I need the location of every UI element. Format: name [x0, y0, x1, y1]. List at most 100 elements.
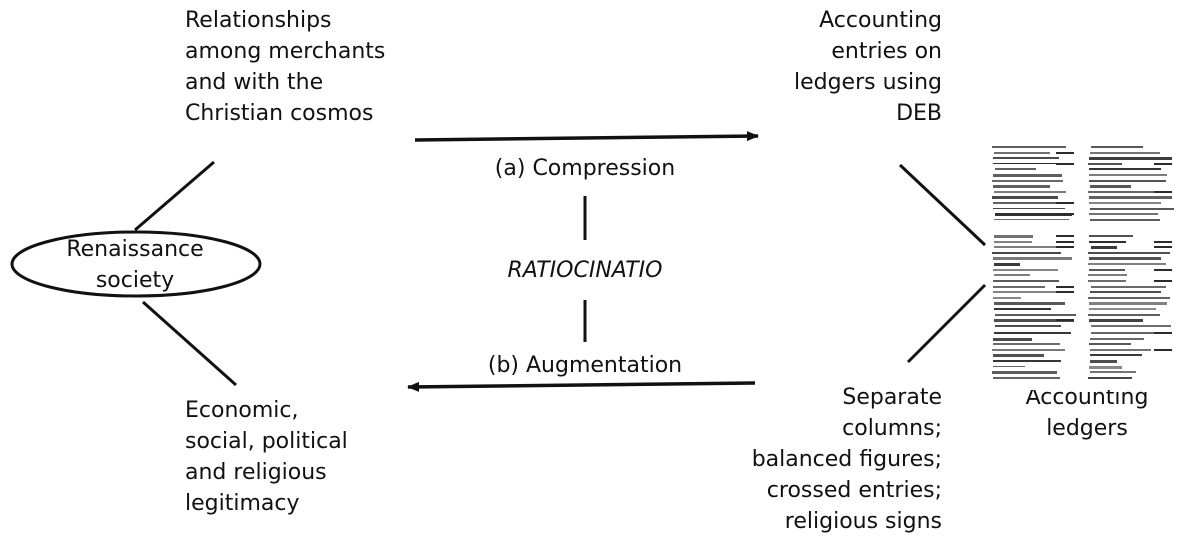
- ledger-text-stroke: [993, 337, 1032, 341]
- label-ratiocinatio: RATIOCINATIO: [507, 258, 663, 283]
- ledger-text-stroke: [1089, 218, 1160, 222]
- connector-society-to-relationships: [134, 160, 215, 232]
- ledger-text-stroke: [993, 218, 1070, 221]
- ledger-text-stroke: [993, 319, 1074, 323]
- ledger-text-stroke: [993, 376, 1060, 379]
- ledger-text-stroke: [993, 308, 1051, 311]
- compression-arrow: [414, 131, 759, 142]
- ledger-text-stroke: [1088, 376, 1132, 380]
- ledger-text-stroke: [992, 179, 1063, 183]
- ledger-text-stroke: [992, 174, 1062, 177]
- ledger-figure-stroke: [1056, 246, 1074, 249]
- ledger-text-stroke: [994, 313, 1076, 316]
- ledger-text-stroke: [1090, 146, 1143, 148]
- ledger-text-stroke: [1090, 285, 1166, 289]
- ledger-text-stroke: [993, 151, 1050, 154]
- ledger-text-stroke: [992, 348, 1066, 351]
- ledger-text-stroke: [1088, 302, 1167, 305]
- ledger-text-stroke: [993, 280, 1060, 282]
- ledger-text-stroke: [1090, 185, 1131, 188]
- node-legitimacy: Economic, social, political and religiou…: [185, 398, 348, 516]
- ledger-text-stroke: [1090, 151, 1161, 154]
- ledger-text-stroke: [993, 365, 1025, 368]
- connector-ledgers-to-columns: [906, 283, 987, 364]
- ledger-figure-stroke: [1154, 280, 1172, 282]
- ledger-text-stroke: [994, 168, 1036, 171]
- ledger-text-stroke: [1088, 365, 1122, 369]
- ledger-text-stroke: [992, 268, 1059, 271]
- ledger-figure-stroke: [1154, 246, 1172, 249]
- ledger-figure-stroke: [1154, 162, 1172, 165]
- ledger-text-stroke: [1089, 268, 1125, 271]
- ledger-figure-stroke: [1056, 240, 1074, 243]
- ledger-text-stroke: [992, 343, 1060, 346]
- ledger-figure-stroke: [1154, 348, 1172, 351]
- ledger-text-stroke: [992, 291, 1069, 294]
- ledger-text-stroke: [1089, 235, 1133, 237]
- ledger-figure-stroke: [1154, 190, 1172, 193]
- ledger-text-stroke: [992, 162, 1066, 165]
- ledger-text-stroke: [1089, 343, 1132, 345]
- ledger-page-image: [988, 140, 1182, 390]
- ledger-figure-stroke: [1154, 240, 1172, 243]
- label-compression: (a) Compression: [494, 156, 676, 181]
- ledger-text-stroke: [1088, 251, 1171, 254]
- ledger-text-stroke: [1088, 162, 1123, 166]
- ledger-text-stroke: [993, 202, 1064, 205]
- ledger-text-stroke: [992, 296, 1021, 299]
- node-separate-columns: Separate columns; balanced figures; cros…: [751, 385, 942, 534]
- ledger-text-stroke: [1089, 348, 1151, 351]
- ledger-text-stroke: [1090, 246, 1118, 250]
- ledger-figure-stroke: [1056, 213, 1074, 216]
- ledger-text-stroke: [1089, 319, 1144, 322]
- ledger-text-stroke: [994, 190, 1066, 194]
- ledger-figure-stroke: [1056, 285, 1074, 288]
- ledger-text-stroke: [1089, 354, 1142, 357]
- ledger-text-stroke: [994, 274, 1031, 276]
- ledger-text-stroke: [992, 207, 1065, 210]
- label-augmentation: (b) Augmentation: [487, 353, 683, 378]
- ledger-text-stroke: [1089, 179, 1166, 182]
- ledger-text-stroke: [992, 371, 1058, 374]
- ledger-figure-stroke: [1154, 332, 1172, 334]
- ledger-text-stroke: [1088, 263, 1167, 265]
- ledger-figure-stroke: [1154, 268, 1172, 271]
- ledger-text-stroke: [993, 332, 1072, 335]
- ledger-figure-stroke: [1056, 151, 1074, 154]
- ledger-text-stroke: [992, 185, 1051, 188]
- ledger-figure-stroke: [1056, 162, 1074, 165]
- node-accounting-ledgers: Accounting ledgers: [1025, 385, 1149, 441]
- ledger-text-stroke: [992, 196, 1059, 199]
- node-renaissance-society: Renaissance society: [66, 237, 204, 293]
- ledger-text-stroke: [1088, 313, 1160, 316]
- ledger-text-stroke: [1090, 291, 1161, 294]
- ledger-text-stroke: [994, 324, 1061, 328]
- ledger-figure-stroke: [1056, 202, 1074, 204]
- ledger-text-stroke: [1090, 207, 1174, 210]
- ledger-text-stroke: [993, 285, 1046, 289]
- ledger-text-stroke: [1089, 240, 1127, 244]
- ledger-text-stroke: [993, 246, 1074, 249]
- connector-ledgers-to-entries: [898, 163, 987, 247]
- ledger-text-stroke: [993, 240, 1032, 243]
- connector-society-to-legitimacy: [142, 300, 237, 387]
- ledger-text-stroke: [992, 354, 1045, 358]
- ledger-text-stroke: [1088, 296, 1170, 300]
- ledger-text-stroke: [994, 235, 1034, 238]
- ledger-text-stroke: [993, 302, 1065, 306]
- ledger-text-stroke: [1088, 280, 1127, 283]
- ledger-text-stroke: [993, 157, 1060, 160]
- ledger-text-stroke: [1090, 360, 1118, 363]
- ledger-text-stroke: [1090, 324, 1171, 327]
- ledger-text-stroke: [1089, 196, 1172, 200]
- ledger-text-stroke: [1088, 274, 1128, 276]
- ledger-figure-stroke: [1056, 291, 1074, 294]
- ledger-text-stroke: [1088, 202, 1161, 204]
- ledger-figure-stroke: [1056, 235, 1074, 237]
- ledger-text-stroke: [1089, 213, 1159, 216]
- ledger-text-stroke: [1089, 157, 1172, 161]
- ledger-text-stroke: [994, 213, 1073, 217]
- ledger-text-stroke: [993, 360, 1061, 363]
